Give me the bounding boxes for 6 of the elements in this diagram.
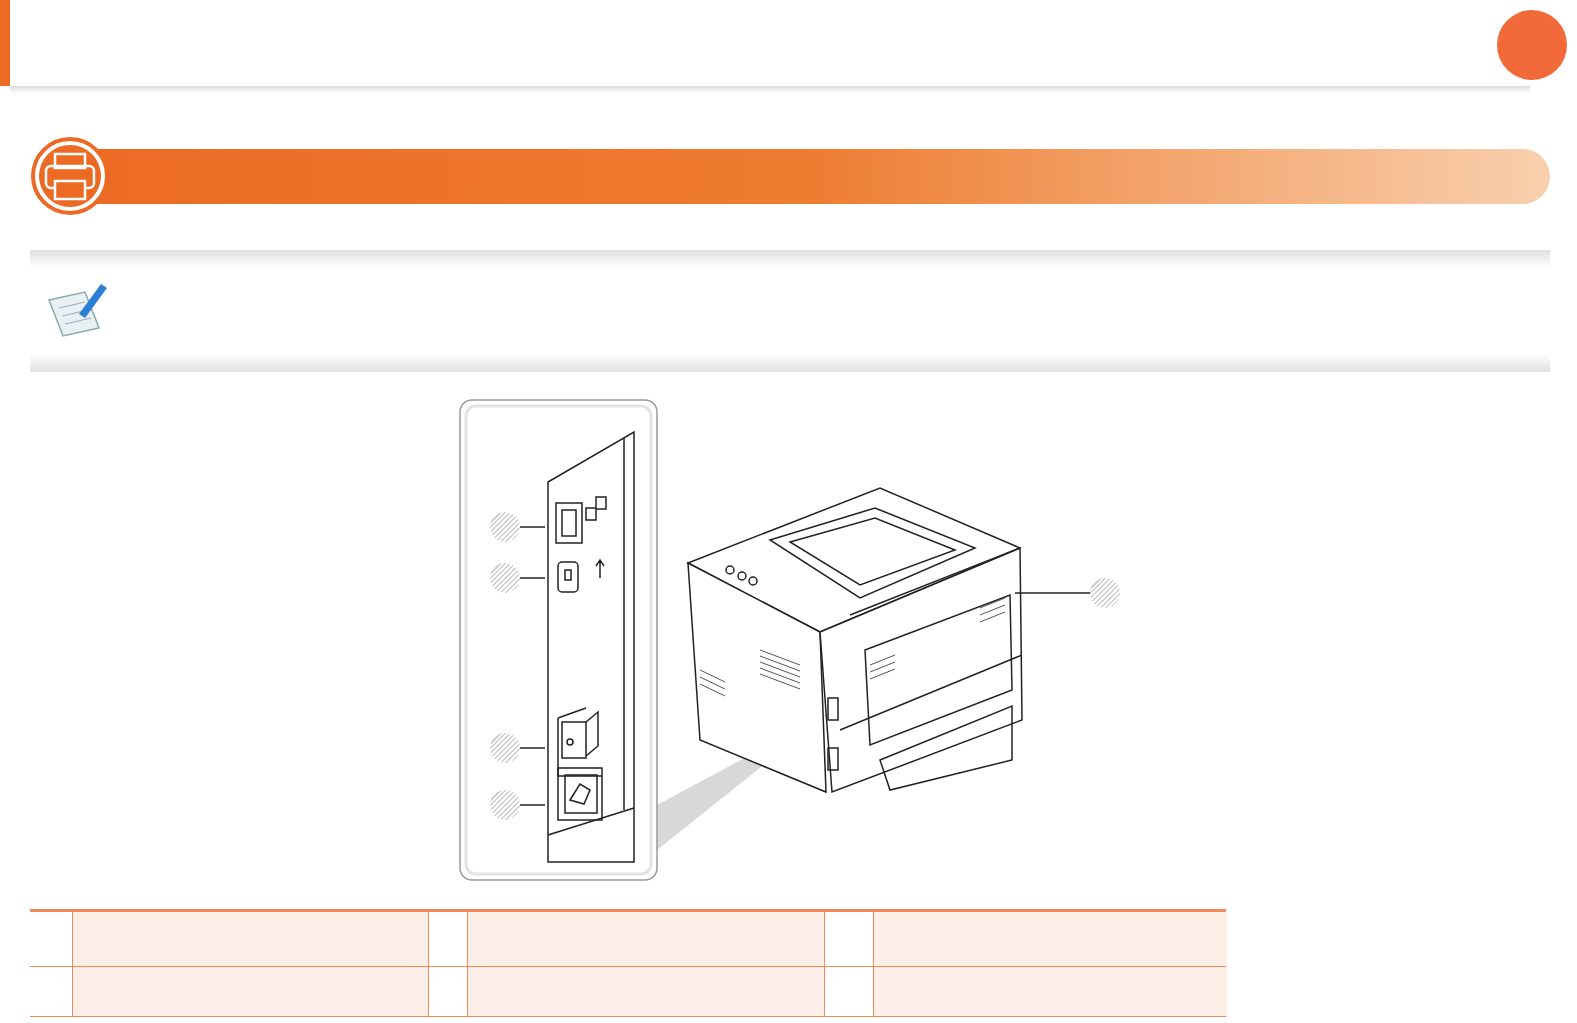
callout-circle bbox=[1090, 578, 1120, 608]
leader-line bbox=[519, 804, 546, 806]
leader-line bbox=[519, 526, 546, 528]
leader-line bbox=[519, 747, 546, 749]
leader-line bbox=[1014, 592, 1091, 594]
leader-line bbox=[519, 577, 546, 579]
